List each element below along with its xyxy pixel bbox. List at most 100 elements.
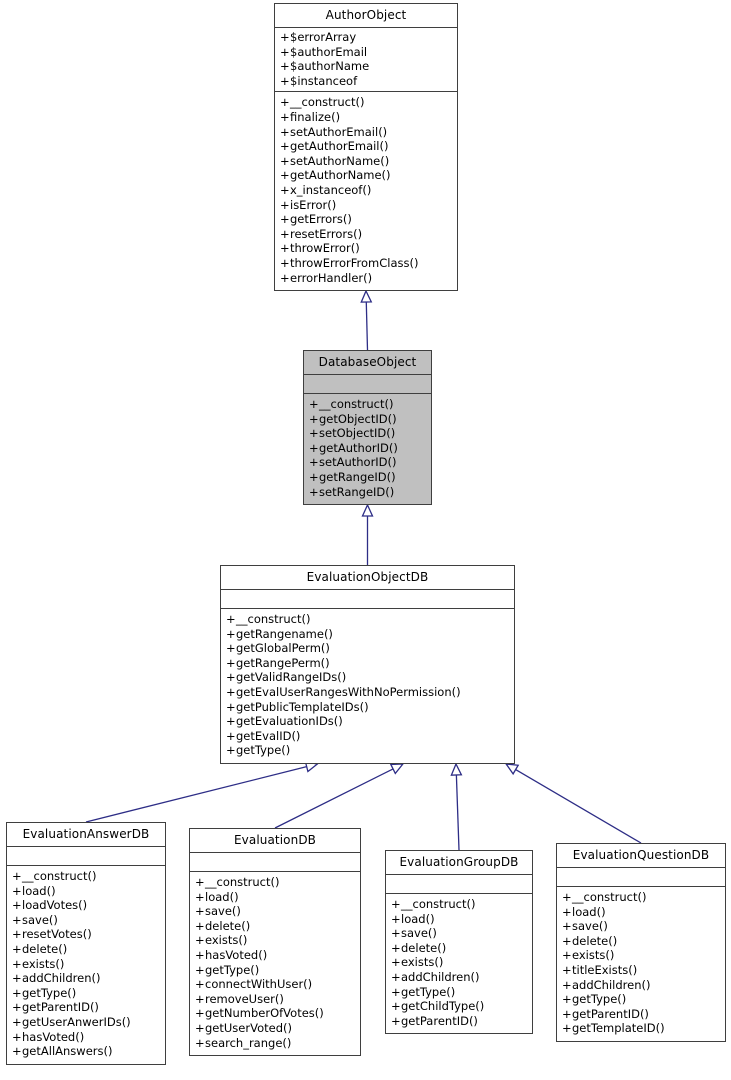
- inheritance-arrowhead-EvaluationDB-to-EvaluationObjectDB: [389, 763, 405, 775]
- visibility-marker: +: [195, 977, 205, 992]
- operation-row: +getEvalUserRangesWithNoPermission(): [226, 685, 509, 700]
- operation-row: +__construct(): [226, 612, 509, 627]
- operation-label: connectWithUser(): [205, 977, 313, 992]
- visibility-marker: +: [12, 1029, 22, 1044]
- operation-label: getRangePerm(): [236, 655, 330, 670]
- class-node-EvaluationQuestionDB[interactable]: EvaluationQuestionDB+__construct()+load(…: [556, 843, 726, 1042]
- operation-row: +finalize(): [280, 110, 452, 125]
- attribute-row: +$errorArray: [280, 30, 452, 45]
- operation-row: +throwErrorFromClass(): [280, 256, 452, 271]
- visibility-marker: +: [195, 904, 205, 919]
- operation-label: resetErrors(): [290, 226, 363, 241]
- visibility-marker: +: [195, 918, 205, 933]
- operation-row: +connectWithUser(): [195, 977, 355, 992]
- class-name-AuthorObject: AuthorObject: [275, 4, 457, 28]
- operation-label: delete(): [572, 933, 618, 948]
- operation-label: getChildType(): [401, 999, 485, 1014]
- operation-row: +setAuthorName(): [280, 154, 452, 169]
- operation-row: +removeUser(): [195, 992, 355, 1007]
- operation-row: +__construct(): [12, 869, 160, 884]
- class-operations-EvaluationGroupDB: +__construct()+load()+save()+delete()+ex…: [386, 894, 532, 1033]
- operation-row: +getValidRangeIDs(): [226, 670, 509, 685]
- visibility-marker: +: [391, 940, 401, 955]
- operation-label: getObjectID(): [319, 411, 397, 426]
- attribute-row: +$authorEmail: [280, 45, 452, 60]
- class-name-EvaluationGroupDB: EvaluationGroupDB: [386, 851, 532, 875]
- attribute-label: $errorArray: [290, 30, 357, 44]
- visibility-marker: +: [195, 1035, 205, 1050]
- class-attributes-EvaluationQuestionDB: [557, 868, 725, 887]
- operation-label: delete(): [205, 918, 251, 933]
- class-node-AuthorObject[interactable]: AuthorObject+$errorArray+$authorEmail+$a…: [274, 3, 458, 292]
- operation-row: +getType(): [195, 963, 355, 978]
- operation-row: +getType(): [226, 743, 509, 758]
- visibility-marker: +: [562, 933, 572, 948]
- operation-row: +save(): [12, 913, 160, 928]
- operation-label: __construct(): [319, 397, 394, 411]
- visibility-marker: +: [309, 455, 319, 470]
- operation-label: load(): [205, 889, 239, 904]
- visibility-marker: +: [12, 898, 22, 913]
- visibility-marker: +: [391, 926, 401, 941]
- operation-label: hasVoted(): [205, 947, 268, 962]
- operation-row: +addChildren(): [12, 971, 160, 986]
- operation-label: exists(): [401, 955, 444, 970]
- operation-label: hasVoted(): [22, 1029, 85, 1044]
- class-node-DatabaseObject[interactable]: DatabaseObject+__construct()+getObjectID…: [303, 350, 432, 506]
- operation-label: search_range(): [205, 1035, 292, 1050]
- visibility-marker: +: [309, 411, 319, 426]
- operation-row: +setAuthorID(): [309, 455, 426, 470]
- operation-label: __construct(): [572, 890, 647, 904]
- visibility-marker: +: [195, 933, 205, 948]
- operation-label: getParentID(): [401, 1013, 478, 1028]
- class-node-EvaluationObjectDB[interactable]: EvaluationObjectDB+__construct()+getRang…: [220, 565, 515, 764]
- operation-row: +__construct(): [195, 875, 355, 890]
- operation-label: __construct(): [236, 612, 311, 626]
- operation-row: +__construct(): [391, 897, 527, 912]
- class-node-EvaluationAnswerDB[interactable]: EvaluationAnswerDB+__construct()+load()+…: [6, 822, 166, 1065]
- visibility-marker: +: [280, 44, 290, 59]
- operation-row: +getEvalID(): [226, 729, 509, 744]
- visibility-marker: +: [562, 1006, 572, 1021]
- class-attributes-EvaluationObjectDB: [221, 590, 514, 609]
- class-node-EvaluationGroupDB[interactable]: EvaluationGroupDB+__construct()+load()+s…: [385, 850, 533, 1035]
- operation-label: setAuthorID(): [319, 455, 397, 470]
- operation-row: +isError(): [280, 198, 452, 213]
- operation-label: addChildren(): [572, 977, 651, 992]
- visibility-marker: +: [391, 999, 401, 1014]
- operation-label: getNumberOfVotes(): [205, 1006, 324, 1021]
- visibility-marker: +: [280, 168, 290, 183]
- operation-row: +resetVotes(): [12, 927, 160, 942]
- operation-label: load(): [572, 904, 606, 919]
- operation-row: +throwError(): [280, 241, 452, 256]
- operation-label: getRangeID(): [319, 469, 396, 484]
- class-name-EvaluationQuestionDB: EvaluationQuestionDB: [557, 844, 725, 868]
- inheritance-arrowhead-DatabaseObject-to-AuthorObject: [360, 289, 373, 303]
- visibility-marker: +: [562, 977, 572, 992]
- class-node-EvaluationDB[interactable]: EvaluationDB+__construct()+load()+save()…: [189, 828, 361, 1057]
- operation-label: setAuthorName(): [290, 153, 390, 168]
- class-operations-EvaluationObjectDB: +__construct()+getRangename()+getGlobalP…: [221, 609, 514, 763]
- operation-row: +__construct(): [309, 397, 426, 412]
- visibility-marker: +: [226, 612, 236, 626]
- operation-row: +getUserAnwerIDs(): [12, 1015, 160, 1030]
- attribute-label: $authorEmail: [290, 44, 368, 59]
- class-attributes-DatabaseObject: [304, 375, 431, 394]
- operation-label: setRangeID(): [319, 484, 395, 499]
- visibility-marker: +: [391, 1013, 401, 1028]
- operation-label: save(): [572, 919, 608, 934]
- operation-row: +save(): [391, 926, 527, 941]
- operation-label: getTemplateID(): [572, 1021, 665, 1036]
- visibility-marker: +: [562, 919, 572, 934]
- visibility-marker: +: [226, 655, 236, 670]
- operation-row: +setObjectID(): [309, 426, 426, 441]
- visibility-marker: +: [280, 255, 290, 270]
- operation-label: save(): [401, 926, 437, 941]
- operation-label: throwError(): [290, 241, 360, 256]
- visibility-marker: +: [280, 197, 290, 212]
- operation-label: delete(): [22, 941, 68, 956]
- operation-label: setObjectID(): [319, 426, 396, 441]
- visibility-marker: +: [280, 109, 290, 124]
- visibility-marker: +: [195, 875, 205, 889]
- visibility-marker: +: [309, 484, 319, 499]
